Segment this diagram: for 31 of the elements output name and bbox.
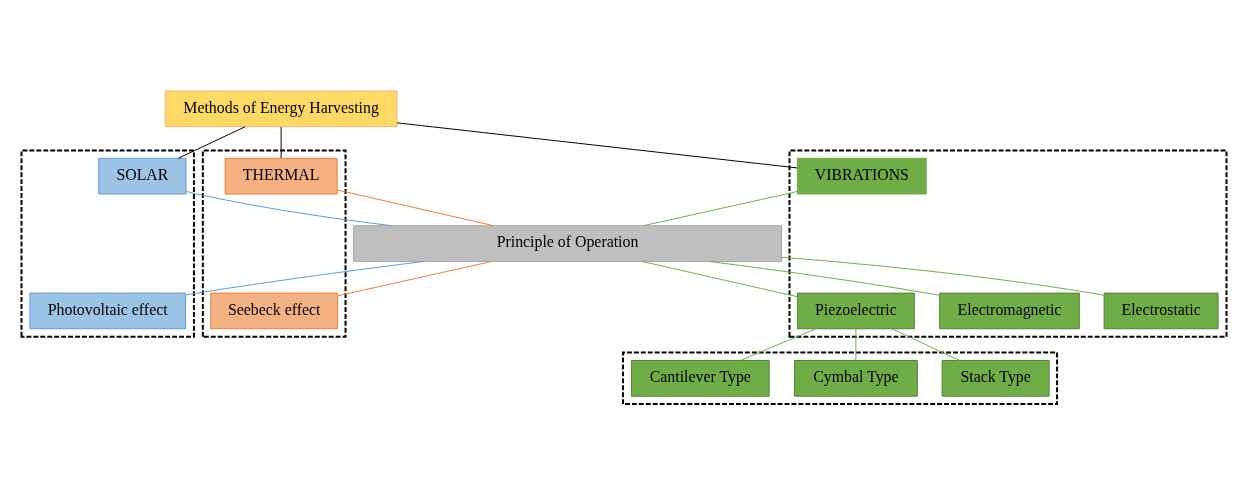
node-box: Stack Type: [941, 359, 1050, 397]
node-box: Piezoelectric: [796, 292, 915, 329]
cluster: [788, 148, 1228, 338]
connector: [337, 260, 493, 296]
connector: [891, 327, 960, 361]
node-box: Seebeck effect: [210, 292, 339, 329]
cluster: [622, 351, 1059, 405]
node-box: Cantilever Type: [630, 359, 770, 397]
connector: [185, 190, 393, 226]
connector: [740, 327, 816, 361]
node-box: Electromagnetic: [939, 292, 1080, 329]
cluster: [201, 148, 347, 338]
node-box: Methods of Energy Harvesting: [164, 89, 398, 127]
connector: [280, 126, 282, 158]
connector: [641, 260, 798, 297]
node-box: THERMAL: [224, 157, 338, 194]
connector: [177, 125, 246, 159]
cluster: [20, 148, 195, 338]
connector: [855, 328, 857, 361]
connector: [336, 189, 494, 226]
node-box: Cymbal Type: [793, 359, 918, 397]
connector: [185, 260, 425, 295]
connector: [642, 190, 798, 226]
node-box: Electrostatic: [1103, 292, 1219, 329]
connector: [781, 256, 1105, 296]
node-box: Photovoltaic effect: [29, 292, 186, 329]
node-box: Principle of Operation: [352, 224, 783, 262]
connector: [396, 121, 798, 168]
connector: [708, 260, 941, 296]
node-box: SOLAR: [98, 157, 187, 194]
node-box: VIBRATIONS: [796, 157, 927, 194]
